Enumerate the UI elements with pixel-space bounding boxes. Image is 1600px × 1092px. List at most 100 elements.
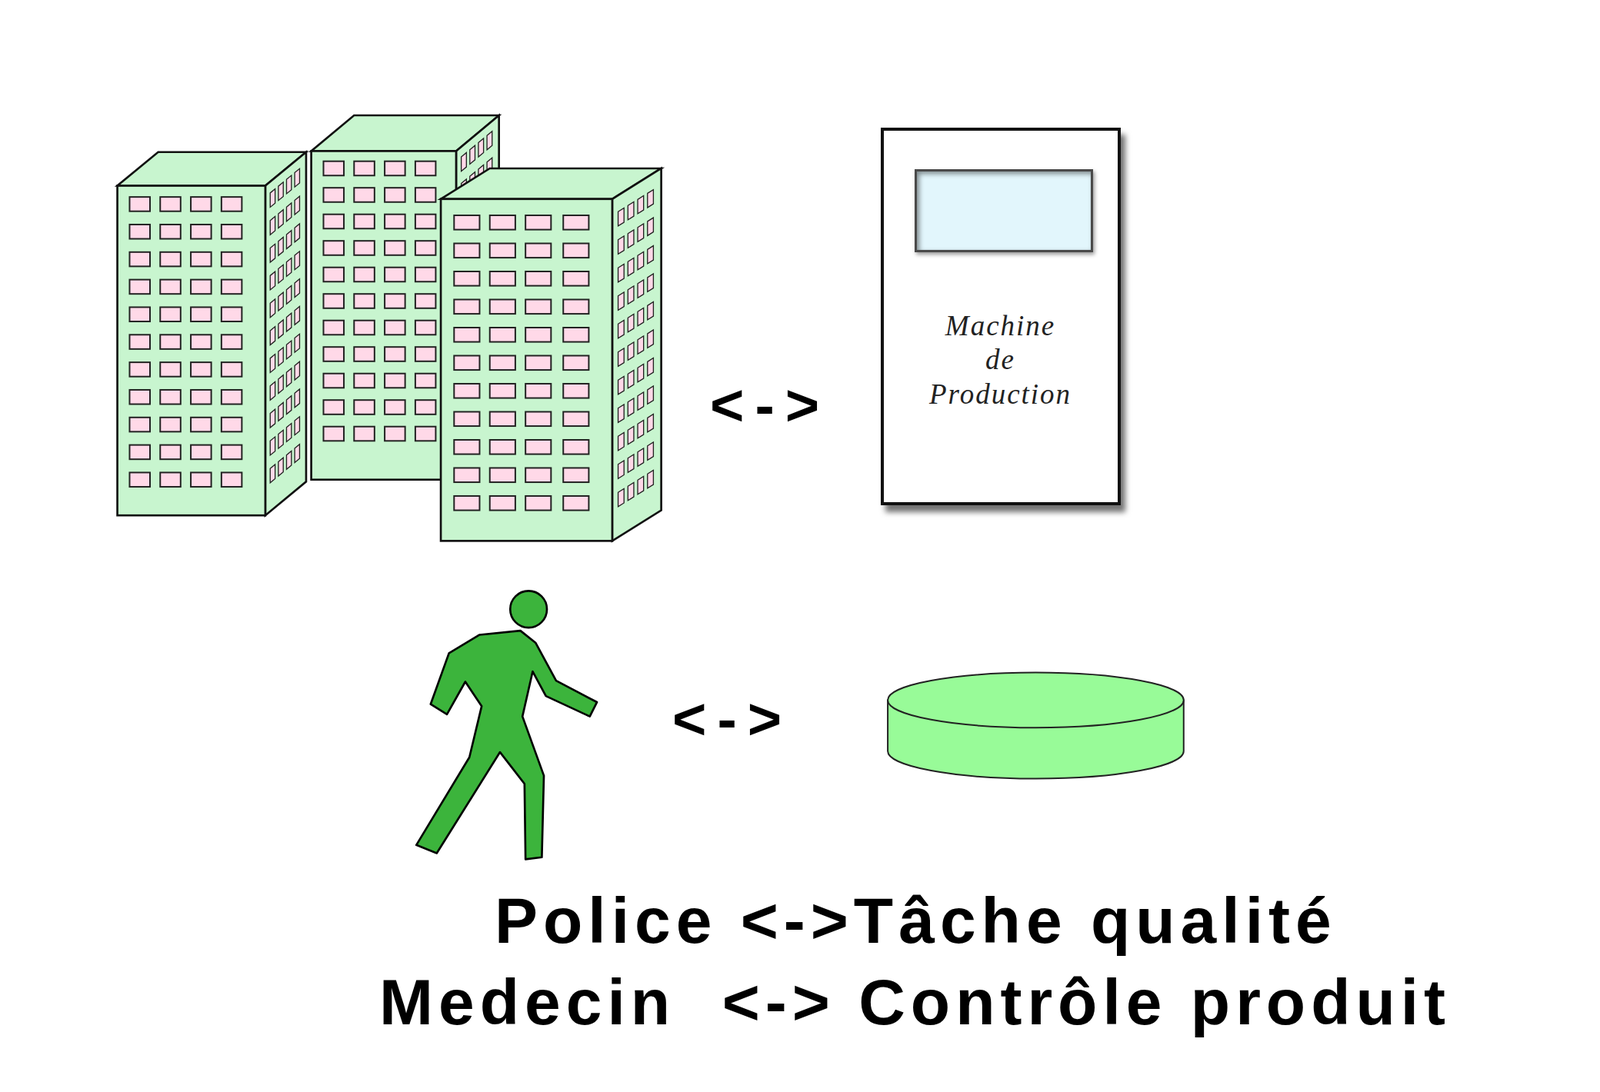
building-window <box>323 187 345 203</box>
building-window <box>221 252 243 267</box>
building-window <box>384 400 406 415</box>
building-window <box>353 293 375 309</box>
building-front <box>440 199 613 542</box>
building-window <box>270 354 275 374</box>
building-front <box>117 186 266 517</box>
building-window <box>129 362 150 377</box>
building <box>117 152 307 516</box>
building-window <box>190 417 212 433</box>
building-window <box>278 292 284 311</box>
building-window <box>627 342 634 360</box>
building-window <box>525 327 551 343</box>
building-window <box>129 224 150 240</box>
building-window <box>563 467 589 483</box>
building-window <box>618 376 625 394</box>
building-window <box>618 460 625 479</box>
building-window <box>525 271 551 287</box>
building-window <box>415 214 437 230</box>
building-window <box>627 286 634 304</box>
building-window <box>160 224 181 240</box>
building-window <box>160 334 181 350</box>
building-window <box>563 271 589 287</box>
building-window <box>160 306 181 322</box>
building-window <box>384 187 406 203</box>
building-window <box>353 400 375 415</box>
building-window <box>270 381 275 400</box>
building-side <box>265 152 307 516</box>
person-body <box>416 630 597 860</box>
building-window <box>323 293 345 309</box>
building-window <box>353 187 375 203</box>
building-window <box>461 153 467 172</box>
building-window <box>563 327 589 343</box>
building-window <box>563 243 589 259</box>
building-window <box>129 306 150 322</box>
building-window <box>190 252 212 267</box>
building-window <box>286 423 291 443</box>
disk-top <box>887 673 1184 729</box>
building-window <box>490 327 516 343</box>
building-window <box>353 373 375 389</box>
building-window <box>637 448 644 467</box>
building-window <box>294 223 300 243</box>
arrow-symbol: <-> <box>672 686 793 752</box>
building-window <box>190 196 212 212</box>
building-window <box>286 258 291 277</box>
building-window <box>278 430 284 449</box>
building-window <box>490 411 516 427</box>
building-window <box>384 240 406 256</box>
building-window <box>453 467 480 483</box>
building-window <box>618 263 625 282</box>
building-window <box>627 313 634 332</box>
building-window <box>294 168 300 187</box>
building-window <box>453 243 480 259</box>
building-window <box>563 411 589 427</box>
building-window <box>647 330 654 348</box>
building-window <box>270 326 275 346</box>
building-window <box>270 464 275 484</box>
building-window <box>525 440 551 455</box>
building-window <box>490 467 516 483</box>
building-window <box>278 237 284 257</box>
building-window <box>637 308 644 327</box>
walking-person <box>416 590 597 860</box>
building-window <box>323 161 345 177</box>
building-window <box>294 251 300 270</box>
building-window <box>286 285 291 304</box>
building-side <box>612 168 662 541</box>
building-window <box>563 355 589 370</box>
building-window <box>647 273 654 292</box>
building-window <box>160 280 181 295</box>
building-window <box>190 362 212 377</box>
building-window <box>353 320 375 336</box>
building-window <box>490 215 516 230</box>
building-window <box>286 368 291 387</box>
building-window <box>415 293 437 309</box>
building-window <box>294 306 300 326</box>
building-window <box>563 383 589 399</box>
building-window <box>129 445 150 460</box>
building-window <box>453 383 480 399</box>
building-window <box>618 404 625 423</box>
building-window <box>415 426 437 442</box>
building-window <box>627 426 634 444</box>
building-window <box>384 346 406 362</box>
building-window <box>190 306 212 322</box>
building-window <box>453 271 480 287</box>
building-window <box>270 436 275 456</box>
building-window <box>384 373 406 389</box>
building-window <box>647 217 654 236</box>
building-window <box>278 457 284 477</box>
building-window <box>278 320 284 339</box>
building-window <box>618 207 625 226</box>
building-window <box>190 224 212 240</box>
building-window <box>647 190 654 208</box>
building-window <box>470 145 476 164</box>
building-window <box>323 240 345 256</box>
building-window <box>637 280 644 298</box>
building-window <box>160 417 181 433</box>
building-window <box>647 358 654 377</box>
building-window <box>637 336 644 354</box>
machine-screen <box>914 169 1094 253</box>
building-window <box>129 252 150 267</box>
